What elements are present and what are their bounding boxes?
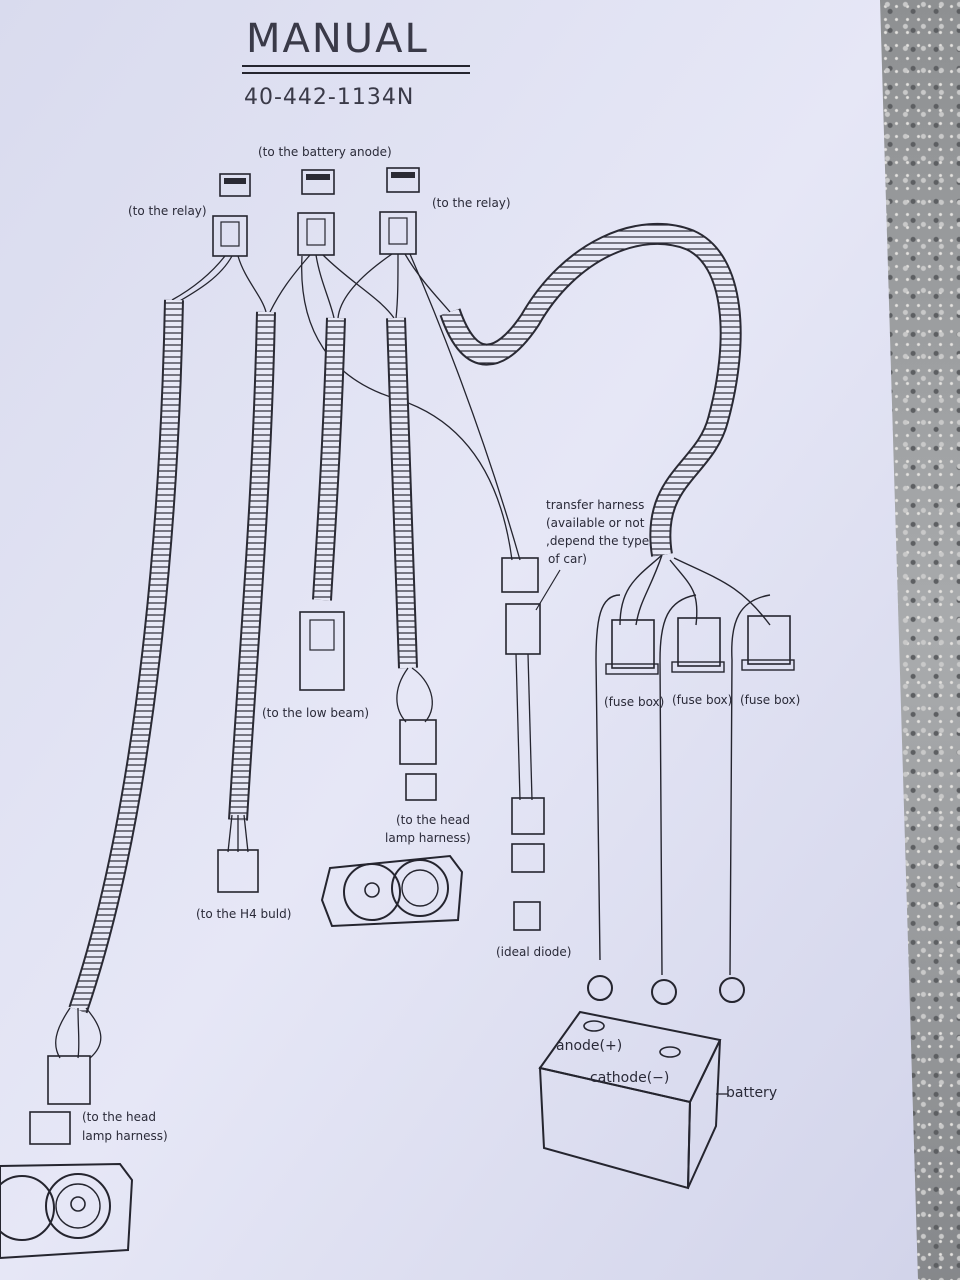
battery-illustration — [538, 1010, 728, 1190]
manual-title: MANUAL — [246, 16, 429, 62]
left-headlamp-illustration — [0, 1162, 134, 1260]
anode-terminal-icon — [583, 1020, 605, 1032]
label-battery-anode: (to the battery anode) — [258, 145, 392, 159]
h4-wires — [227, 814, 249, 853]
fuse-box-3 — [741, 615, 795, 671]
fuse-box-1 — [605, 619, 659, 675]
top-connector-right — [379, 167, 420, 255]
left-lamp-wires — [55, 1007, 102, 1059]
label-h4-bulb: (to the H4 buld) — [196, 907, 291, 921]
label-relay-right: (to the relay) — [432, 196, 511, 210]
label-ideal-diode: (ideal diode) — [496, 945, 572, 959]
label-transfer-harness-2: (available or not — [546, 516, 645, 530]
harness-runs — [68, 299, 418, 1014]
paper-sheet — [0, 0, 918, 1280]
top-connector-left — [212, 173, 251, 257]
left-lamp-plug — [29, 1111, 71, 1145]
left-lamp-connector — [47, 1055, 91, 1105]
diode-wires — [515, 653, 533, 801]
title-block: MANUAL 40-442-1134N — [242, 16, 470, 110]
label-cathode: cathode(−) — [590, 1070, 669, 1086]
label-head-lamp-left-2: lamp harness) — [82, 1129, 168, 1143]
label-battery: battery — [726, 1085, 777, 1101]
ideal-diode-icon — [513, 901, 541, 931]
fuse-box-2 — [671, 617, 725, 673]
cathode-terminal-icon — [659, 1046, 681, 1058]
low-beam-connector — [299, 611, 345, 691]
center-lamp-wires — [396, 667, 433, 723]
ring-terminal-2 — [651, 979, 677, 1005]
label-relay-left: (to the relay) — [128, 204, 207, 218]
fuse-box-branch-wires — [595, 554, 771, 976]
label-anode: anode(+) — [556, 1038, 622, 1054]
label-head-lamp-left-1: (to the head — [82, 1110, 156, 1124]
h4-bulb-connector — [217, 849, 259, 893]
center-lamp-plug — [405, 773, 437, 801]
diode-connector — [511, 797, 545, 835]
label-fuse-box-3: (fuse box) — [740, 693, 800, 707]
center-lamp-connector — [399, 719, 437, 765]
ring-terminal-3 — [719, 977, 745, 1003]
ring-terminal-1 — [587, 975, 613, 1001]
label-fuse-box-1: (fuse box) — [604, 695, 664, 709]
transfer-harness-connector-bottom — [505, 603, 541, 655]
label-transfer-harness-3: ,depend the type — [546, 534, 649, 548]
label-transfer-harness-4: of car) — [548, 552, 587, 566]
label-head-lamp-center-1: (to the head — [396, 813, 470, 827]
transfer-harness-connector-top — [501, 557, 539, 593]
label-transfer-harness-1: transfer harness — [546, 498, 644, 512]
label-low-beam: (to the low beam) — [262, 706, 369, 720]
diode-body — [511, 843, 545, 873]
label-fuse-box-2: (fuse box) — [672, 693, 732, 707]
part-number: 40-442-1134N — [244, 85, 414, 110]
label-head-lamp-center-2: lamp harness) — [385, 831, 471, 845]
center-headlamp-illustration — [320, 854, 464, 928]
